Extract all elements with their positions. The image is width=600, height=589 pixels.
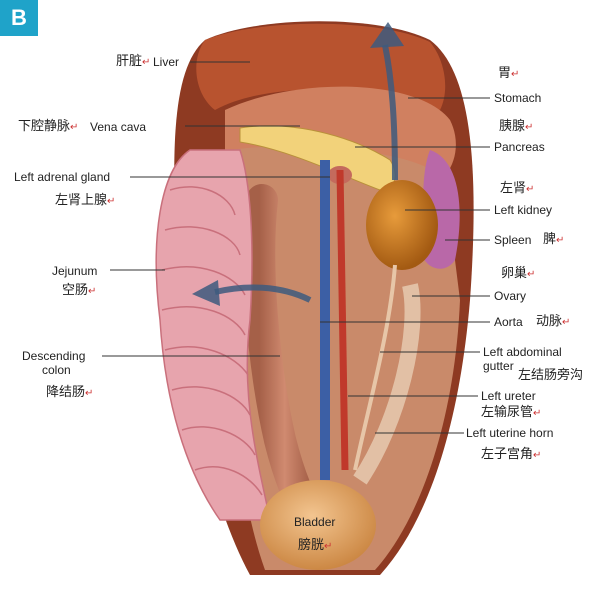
label-ovary-en: Ovary: [494, 289, 527, 303]
label-ureter-cn: 左输尿管↵: [481, 405, 542, 420]
leader-lines: [102, 61, 490, 434]
bladder: [260, 480, 376, 570]
left-ureter: [353, 264, 397, 471]
label-ureter-en: Left ureter: [481, 389, 536, 403]
label-bladder-cn: 膀胱↵: [298, 538, 333, 553]
jejunum-arrowhead: [192, 280, 220, 306]
label-bladder-en: Bladder: [294, 515, 336, 529]
label-pancreas-cn: 胰腺↵: [499, 119, 534, 134]
panel-badge: B: [0, 0, 38, 36]
label-gutter-en-2: gutter: [483, 359, 514, 373]
label-aorta-en: Aorta: [494, 315, 523, 329]
uterine-horn: [353, 283, 421, 485]
left-kidney: [366, 180, 438, 270]
label-aorta-cn: 动脉↵: [536, 314, 571, 329]
label-stomach-en: Stomach: [494, 91, 542, 105]
label-colon-en-2: colon: [42, 363, 71, 377]
label-horn-cn: 左子宫角↵: [481, 447, 542, 462]
label-jejunum-en: Jejunum: [52, 264, 98, 278]
label-spleen-en: Spleen: [494, 233, 532, 247]
label-liver-cn: 肝脏↵: [116, 54, 151, 69]
label-liver-en: Liver: [153, 55, 180, 69]
label-colon-cn: 降结肠↵: [46, 385, 94, 400]
stomach-arrow: [382, 44, 398, 181]
label-horn-en: Left uterine horn: [466, 426, 554, 440]
label-stomach-cn: 胃↵: [498, 66, 520, 81]
label-adrenal-en: Left adrenal gland: [14, 170, 111, 184]
label-venacava-en: Vena cava: [90, 120, 147, 134]
label-venacava-cn: 下腔静脉↵: [18, 119, 79, 134]
label-gutter-cn: 左结肠旁沟: [518, 368, 584, 383]
stomach-arrowhead: [370, 22, 404, 48]
aorta: [336, 169, 349, 471]
label-gutter-en-1: Left abdominal: [483, 345, 562, 359]
jejunum-loops: [155, 149, 271, 521]
label-adrenal-cn: 左肾上腺↵: [55, 193, 116, 208]
label-spleen-cn: 脾↵: [543, 232, 565, 247]
label-colon-en-1: Descending: [22, 349, 86, 363]
label-pancreas-en: Pancreas: [494, 140, 545, 154]
label-ovary-cn: 卵巢↵: [501, 266, 536, 281]
label-kidney-cn: 左肾↵: [500, 181, 535, 196]
label-kidney-en: Left kidney: [494, 203, 553, 217]
jejunum-arrow: [214, 284, 312, 303]
label-jejunum-cn: 空肠↵: [62, 283, 97, 298]
